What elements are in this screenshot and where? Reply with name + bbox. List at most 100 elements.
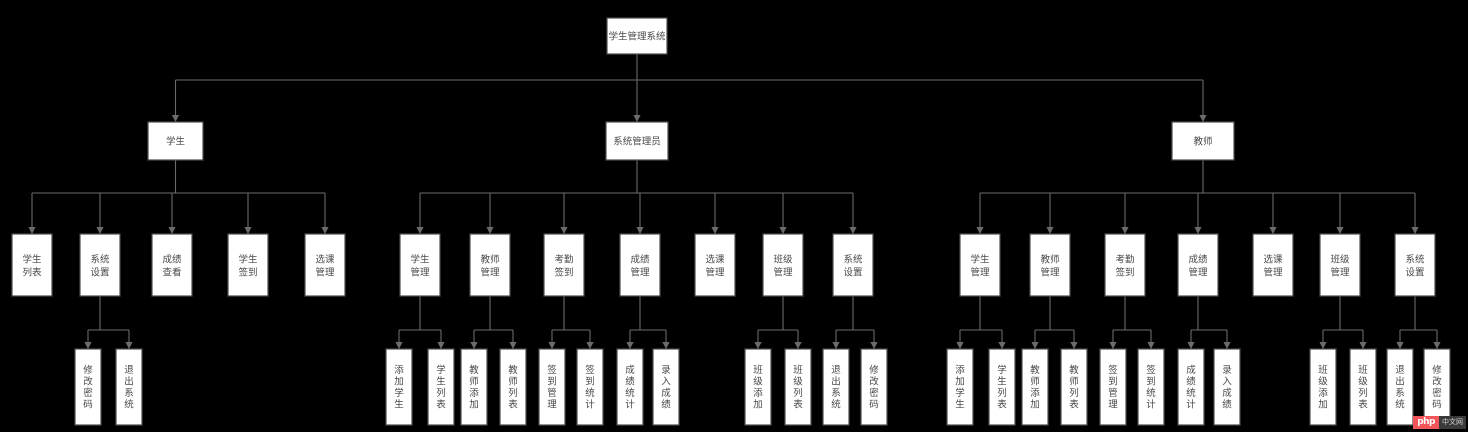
node-admin-l3-3-box[interactable] <box>543 233 585 297</box>
node-root[interactable]: 学生管理系统 <box>606 17 668 55</box>
node-student-l3-4-box[interactable] <box>227 233 269 297</box>
node-teacher-l4-4-box[interactable] <box>1060 348 1088 426</box>
node-admin-l4-11[interactable]: 退出系统 <box>822 348 850 426</box>
node-teacher-l4-7-box[interactable] <box>1177 348 1205 426</box>
node-admin-l4-7-box[interactable] <box>616 348 644 426</box>
node-teacher-l4-5-box[interactable] <box>1099 348 1127 426</box>
node-admin-l3-1[interactable]: 学生管理 <box>399 233 441 297</box>
node-teacher-l4-1[interactable]: 添加学生 <box>946 348 974 426</box>
node-student-l3-5[interactable]: 选课管理 <box>304 233 346 297</box>
node-teacher-l4-7[interactable]: 成绩统计 <box>1177 348 1205 426</box>
node-teacher-l4-11[interactable]: 退出系统 <box>1386 348 1414 426</box>
node-admin-l3-5-box[interactable] <box>694 233 736 297</box>
node-student-l3-2[interactable]: 系统设置 <box>79 233 121 297</box>
node-teacher-l4-10[interactable]: 班级列表 <box>1349 348 1377 426</box>
node-admin-l4-6-box[interactable] <box>576 348 604 426</box>
node-teacher-l4-4[interactable]: 教师列表 <box>1060 348 1088 426</box>
node-teacher-l3-1[interactable]: 学生管理 <box>959 233 1001 297</box>
node-student-l4-1-box[interactable] <box>74 348 102 426</box>
node-admin-l3-6[interactable]: 班级管理 <box>762 233 804 297</box>
node-teacher-l4-2[interactable]: 学生列表 <box>988 348 1016 426</box>
node-teacher-l4-12-box[interactable] <box>1423 348 1451 426</box>
node-teacher-l3-5[interactable]: 选课管理 <box>1252 233 1294 297</box>
node-admin-l3-2-box[interactable] <box>469 233 511 297</box>
node-teacher-l4-5[interactable]: 签到管理 <box>1099 348 1127 426</box>
node-teacher-l3-4[interactable]: 成绩管理 <box>1177 233 1219 297</box>
node-admin-l4-3-box[interactable] <box>460 348 488 426</box>
node-teacher-l3-2-box[interactable] <box>1029 233 1071 297</box>
node-teacher-l4-10-label: 班级列表 <box>1358 363 1368 410</box>
node-admin-l4-12-box[interactable] <box>860 348 888 426</box>
node-admin-l4-4-box[interactable] <box>499 348 527 426</box>
node-teacher-l3-7[interactable]: 系统设置 <box>1394 233 1436 297</box>
node-teacher-l4-9-box[interactable] <box>1309 348 1337 426</box>
node-student-l4-2-box[interactable] <box>115 348 143 426</box>
node-level2-3[interactable]: 教师 <box>1171 121 1235 161</box>
node-student-l4-1[interactable]: 修改密码 <box>74 348 102 426</box>
node-admin-l3-5[interactable]: 选课管理 <box>694 233 736 297</box>
node-teacher-l4-8[interactable]: 录入成绩 <box>1213 348 1241 426</box>
node-admin-l3-2[interactable]: 教师管理 <box>469 233 511 297</box>
node-admin-l4-9-box[interactable] <box>744 348 772 426</box>
node-teacher-l4-10-box[interactable] <box>1349 348 1377 426</box>
node-admin-l4-7[interactable]: 成绩统计 <box>616 348 644 426</box>
node-teacher-l3-3-box[interactable] <box>1104 233 1146 297</box>
node-teacher-l3-2[interactable]: 教师管理 <box>1029 233 1071 297</box>
node-admin-l4-5-box[interactable] <box>538 348 566 426</box>
node-admin-l3-7[interactable]: 系统设置 <box>832 233 874 297</box>
node-admin-l3-7-box[interactable] <box>832 233 874 297</box>
node-teacher-l3-5-box[interactable] <box>1252 233 1294 297</box>
node-admin-l4-9[interactable]: 班级添加 <box>744 348 772 426</box>
node-admin-l4-11-box[interactable] <box>822 348 850 426</box>
node-admin-l3-3[interactable]: 考勤签到 <box>543 233 585 297</box>
node-teacher-l4-9[interactable]: 班级添加 <box>1309 348 1337 426</box>
node-level2-1-box[interactable] <box>147 121 204 161</box>
node-admin-l4-3[interactable]: 教师添加 <box>460 348 488 426</box>
node-level2-2[interactable]: 系统管理员 <box>605 121 669 161</box>
node-admin-l4-1[interactable]: 添加学生 <box>385 348 413 426</box>
node-level2-3-box[interactable] <box>1171 121 1235 161</box>
node-level2-2-box[interactable] <box>605 121 669 161</box>
node-student-l3-5-box[interactable] <box>304 233 346 297</box>
node-student-l4-2[interactable]: 退出系统 <box>115 348 143 426</box>
node-admin-l4-2-box[interactable] <box>427 348 455 426</box>
node-admin-l3-4-box[interactable] <box>619 233 661 297</box>
node-teacher-l3-1-box[interactable] <box>959 233 1001 297</box>
node-admin-l4-2[interactable]: 学生列表 <box>427 348 455 426</box>
node-level2-1[interactable]: 学生 <box>147 121 204 161</box>
node-student-l3-1[interactable]: 学生列表 <box>11 233 53 297</box>
node-teacher-l3-7-box[interactable] <box>1394 233 1436 297</box>
node-admin-l4-10-box[interactable] <box>784 348 812 426</box>
node-admin-l4-1-box[interactable] <box>385 348 413 426</box>
node-teacher-l4-1-box[interactable] <box>946 348 974 426</box>
node-teacher-l4-6[interactable]: 签到统计 <box>1137 348 1165 426</box>
node-teacher-l4-8-box[interactable] <box>1213 348 1241 426</box>
node-admin-l4-5[interactable]: 签到管理 <box>538 348 566 426</box>
node-student-l3-2-box[interactable] <box>79 233 121 297</box>
node-teacher-l4-11-box[interactable] <box>1386 348 1414 426</box>
node-admin-l3-4[interactable]: 成绩管理 <box>619 233 661 297</box>
node-admin-l4-4[interactable]: 教师列表 <box>499 348 527 426</box>
node-admin-l4-10[interactable]: 班级列表 <box>784 348 812 426</box>
node-admin-l4-12[interactable]: 修改密码 <box>860 348 888 426</box>
node-student-l3-3-box[interactable] <box>151 233 193 297</box>
node-teacher-l3-4-box[interactable] <box>1177 233 1219 297</box>
node-root-box[interactable] <box>606 17 668 55</box>
node-teacher-l4-3[interactable]: 教师添加 <box>1021 348 1049 426</box>
node-student-l3-3[interactable]: 成绩查看 <box>151 233 193 297</box>
node-teacher-l4-3-box[interactable] <box>1021 348 1049 426</box>
node-teacher-l4-6-box[interactable] <box>1137 348 1165 426</box>
node-admin-l3-1-box[interactable] <box>399 233 441 297</box>
node-admin-l4-6[interactable]: 签到统计 <box>576 348 604 426</box>
node-teacher-l4-2-box[interactable] <box>988 348 1016 426</box>
node-student-l3-4[interactable]: 学生签到 <box>227 233 269 297</box>
node-student-l3-1-box[interactable] <box>11 233 53 297</box>
node-teacher-l3-6-box[interactable] <box>1319 233 1361 297</box>
node-teacher-l4-12[interactable]: 修改密码 <box>1423 348 1451 426</box>
node-teacher-l3-3[interactable]: 考勤签到 <box>1104 233 1146 297</box>
node-admin-l4-8[interactable]: 录入成绩 <box>652 348 680 426</box>
node-teacher-l3-6[interactable]: 班级管理 <box>1319 233 1361 297</box>
connector-layer <box>28 54 1441 349</box>
node-admin-l3-6-box[interactable] <box>762 233 804 297</box>
node-admin-l4-8-box[interactable] <box>652 348 680 426</box>
